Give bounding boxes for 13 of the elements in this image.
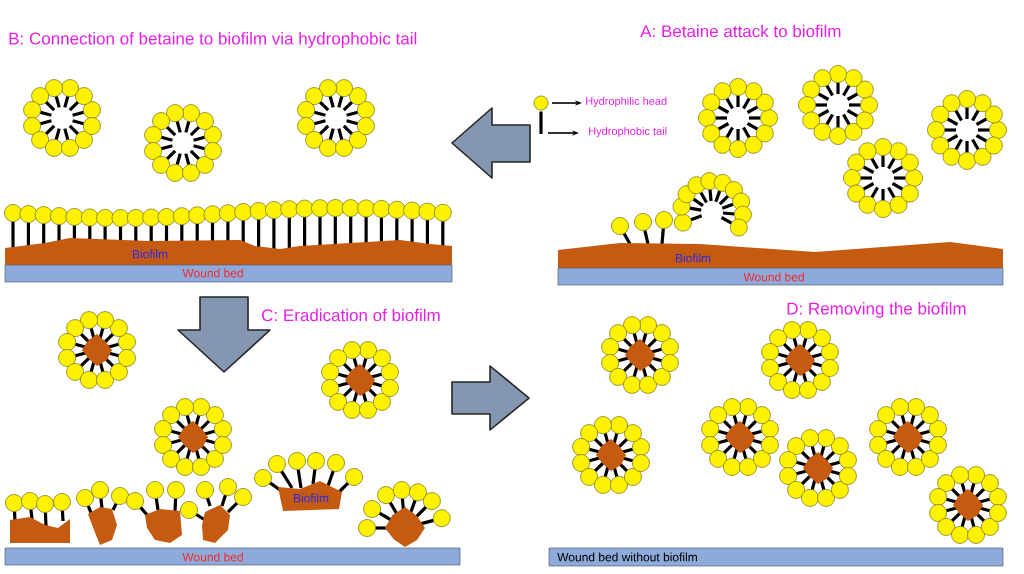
biofilm-layer: Biofilm [558,242,1003,268]
legend-text: Hydrophobic tail [589,126,667,138]
panel-title: C: Eradication of biofilm [262,308,440,322]
wound-bed-layer: Wound bed [4,547,461,566]
panel-title: D: Removing the biofilm [787,302,966,318]
wound-bed-layer: Wound bed without biofilm [548,547,1004,567]
panel-title: B: Connection of betaine to biofilm via hydrophobic tail [9,32,417,48]
biofilm-layer: Biofilm [5,238,452,265]
wound-bed-layer: Wound bed [4,264,453,283]
panel-title: A: Betaine attack to biofilm [640,24,841,38]
wound-bed-layer: Wound bed [557,267,1004,286]
legend-text: Hydrophilic head [586,96,667,108]
biofilm-fragment: Biofilm [254,452,363,511]
